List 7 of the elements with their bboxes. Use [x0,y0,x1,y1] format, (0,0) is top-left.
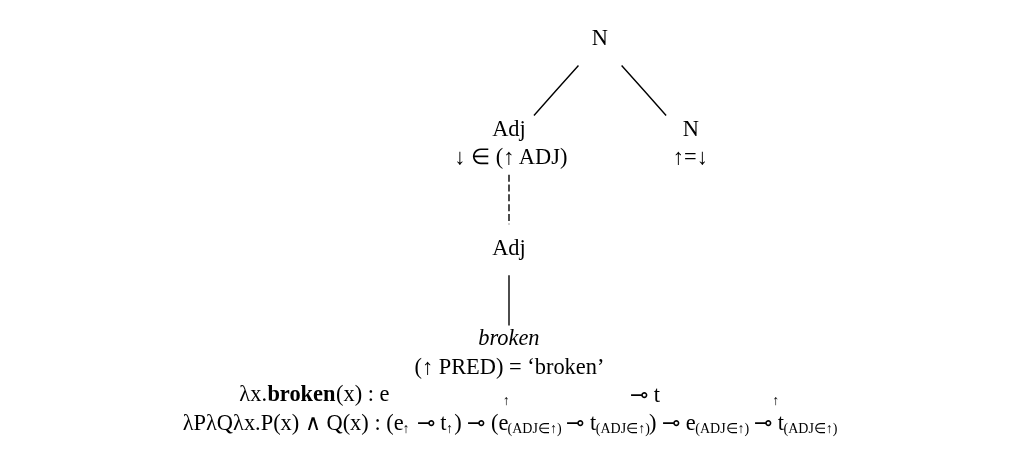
connector [620,64,667,116]
node-text: Adj ↓ ∈ (↑ ADJ) [454,115,568,169]
node-text: N ↑=↓ [672,115,708,169]
node-text: Adj [492,234,526,260]
connector [508,274,510,326]
connector [533,64,580,116]
node-text: N [591,24,608,50]
